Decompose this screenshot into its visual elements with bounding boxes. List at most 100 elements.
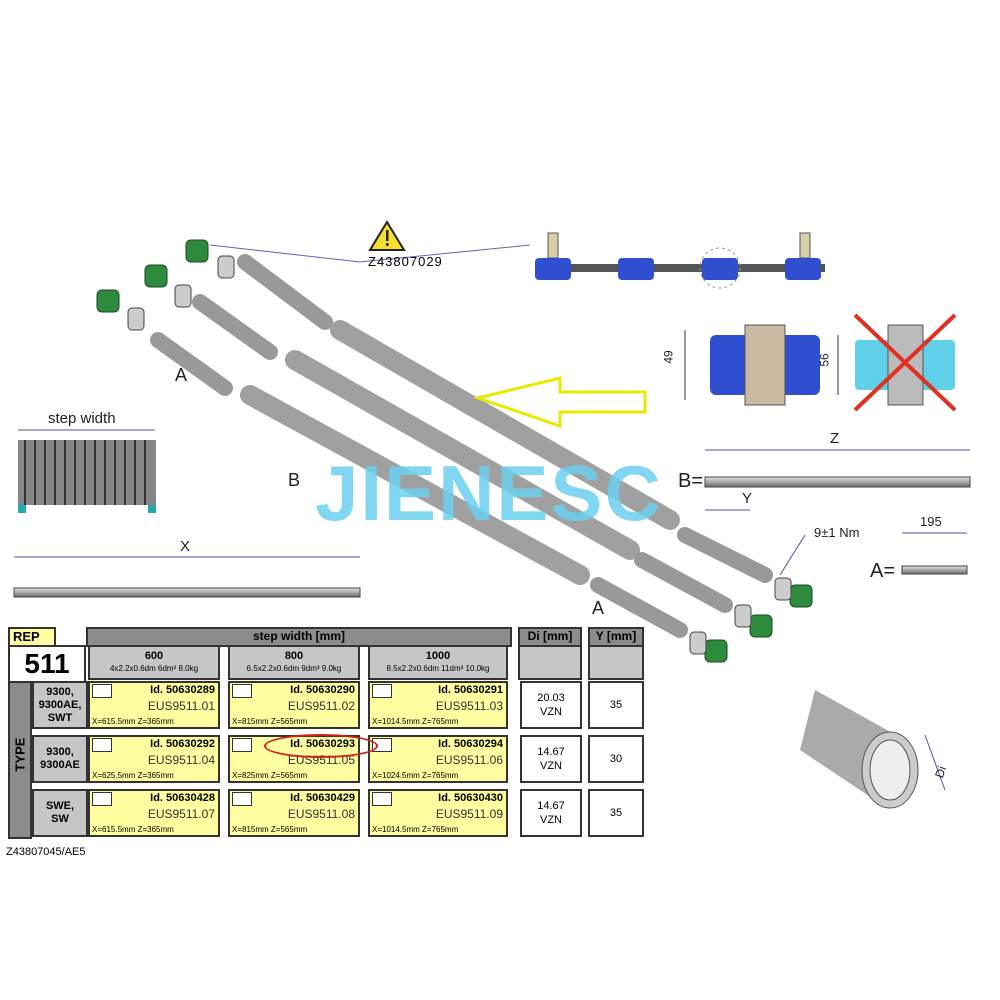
checkbox[interactable] <box>92 792 112 806</box>
pipe-detail <box>800 690 946 809</box>
width-value: 800 <box>284 650 304 662</box>
z-label: Z <box>830 430 840 447</box>
drawing-number: Z43807045/AE5 <box>6 846 86 858</box>
roller-detail-ok <box>684 324 820 406</box>
part-code: EUS9511.07 <box>147 807 215 821</box>
di-value: 14.67 VZN <box>520 789 582 837</box>
y-label: Y <box>742 490 753 507</box>
part-id: Id. 50630429 <box>290 792 355 804</box>
part-cell[interactable]: Id. 50630430 EUS9511.09 X=1014.5mm Z=765… <box>368 789 508 837</box>
di-value: 20.03 VZN <box>520 681 582 729</box>
part-id: Id. 50630290 <box>290 684 355 696</box>
rep-value: 511 <box>8 645 86 683</box>
y-value: 35 <box>588 681 644 729</box>
part-dimensions: X=615.5mm Z=365mm <box>92 825 174 834</box>
part-dimensions: X=1014.5mm Z=765mm <box>372 825 459 834</box>
part-dimensions: X=1024.5mm Z=765mm <box>372 771 459 780</box>
part-code: EUS9511.02 <box>287 699 355 713</box>
part-cell[interactable]: Id. 50630290 EUS9511.02 X=815mm Z=565mm <box>228 681 360 729</box>
step-width-header: step width [mm] <box>86 627 512 647</box>
y-value: 30 <box>588 735 644 783</box>
watermark: JIENESC <box>315 449 663 537</box>
part-code: EUS9511.09 <box>435 807 503 821</box>
width-1000: 1000 8.5x2.2x0.6dm 11dm³ 10.0kg <box>368 645 508 680</box>
step-width-label: step width <box>48 410 116 427</box>
part-cell[interactable]: Id. 50630291 EUS9511.03 X=1014.5mm Z=765… <box>368 681 508 729</box>
part-cell[interactable]: Id. 50630294 EUS9511.06 X=1024.5mm Z=765… <box>368 735 508 783</box>
checkbox[interactable] <box>92 738 112 752</box>
y-value: 35 <box>588 789 644 837</box>
checkbox[interactable] <box>372 684 392 698</box>
rod-x <box>13 587 361 598</box>
rod <box>590 577 688 638</box>
part-cell[interactable]: Id. 50630428 EUS9511.07 X=615.5mm Z=365m… <box>88 789 220 837</box>
checkbox[interactable] <box>372 792 392 806</box>
cap-icon <box>749 614 773 638</box>
rod <box>677 527 773 583</box>
checkbox[interactable] <box>232 738 252 752</box>
type-name: 9300, 9300AE, SWT <box>32 681 88 729</box>
a-length: 195 <box>920 514 942 529</box>
part-id: Id. 50630291 <box>438 684 503 696</box>
rod <box>330 320 680 530</box>
clamps <box>127 255 792 655</box>
part-id: Id. 50630294 <box>438 738 503 750</box>
dim-49: 49 <box>661 350 676 364</box>
checkbox[interactable] <box>232 792 252 806</box>
direction-arrow-icon <box>472 376 647 429</box>
rod <box>150 332 233 396</box>
type-label: TYPE <box>8 681 32 839</box>
rod-b <box>704 476 971 488</box>
step-drawing <box>18 429 156 513</box>
cap-icon <box>185 239 209 263</box>
rod <box>237 254 333 330</box>
part-dimensions: X=615.5mm Z=365mm <box>92 717 174 726</box>
cap-icon <box>789 584 813 608</box>
type-name: 9300, 9300AE <box>32 735 88 783</box>
rod <box>634 552 733 613</box>
rep-label: REP <box>8 627 56 647</box>
roller-chain <box>535 232 825 289</box>
part-dimensions: X=625.5mm Z=365mm <box>92 771 174 780</box>
di-value: 14.67 VZN <box>520 735 582 783</box>
part-dimensions: X=1014.5mm Z=765mm <box>372 717 459 726</box>
rod <box>192 294 278 360</box>
a-label-2: A <box>592 598 605 618</box>
checkbox[interactable] <box>232 684 252 698</box>
width-value: 1000 <box>425 650 451 662</box>
part-code: EUS9511.06 <box>435 753 503 767</box>
part-code: EUS9511.08 <box>287 807 355 821</box>
a-label: A <box>175 365 188 385</box>
b-label: B <box>288 470 301 490</box>
part-cell[interactable]: Id. 50630292 EUS9511.04 X=625.5mm Z=365m… <box>88 735 220 783</box>
width-spec: 6.5x2.2x0.6dm 9dm³ 9.0kg <box>246 664 342 673</box>
part-id: Id. 50630292 <box>150 738 215 750</box>
part-code: EUS9511.04 <box>147 753 215 767</box>
type-text: TYPE <box>12 737 28 772</box>
di-header: Di [mm] <box>518 627 582 647</box>
part-dimensions: X=815mm Z=565mm <box>232 825 308 834</box>
width-spec: 4x2.2x0.6dm 6dm³ 8.0kg <box>109 664 199 673</box>
highlight-circle <box>264 734 378 758</box>
part-id: Id. 50630289 <box>150 684 215 696</box>
part-cell[interactable]: Id. 50630429 EUS9511.08 X=815mm Z=565mm <box>228 789 360 837</box>
part-cell[interactable]: Id. 50630289 EUS9511.01 X=615.5mm Z=365m… <box>88 681 220 729</box>
torque-label: 9±1 Nm <box>814 525 860 540</box>
y-subheader <box>588 645 644 680</box>
part-dimensions: X=815mm Z=565mm <box>232 717 308 726</box>
di-subheader <box>518 645 582 680</box>
dim-56: 56 <box>817 353 832 367</box>
width-600: 600 4x2.2x0.6dm 6dm³ 8.0kg <box>88 645 220 680</box>
checkbox[interactable] <box>92 684 112 698</box>
roller-detail-wrong <box>837 313 957 412</box>
rod <box>240 385 590 585</box>
cap-icon <box>96 289 120 313</box>
y-header: Y [mm] <box>588 627 644 647</box>
part-id: Id. 50630430 <box>438 792 503 804</box>
width-value: 600 <box>144 650 164 662</box>
warning-reference: Z43807029 <box>368 254 443 269</box>
b-equals: B= <box>678 470 704 492</box>
width-spec: 8.5x2.2x0.6dm 11dm³ 10.0kg <box>386 664 490 673</box>
